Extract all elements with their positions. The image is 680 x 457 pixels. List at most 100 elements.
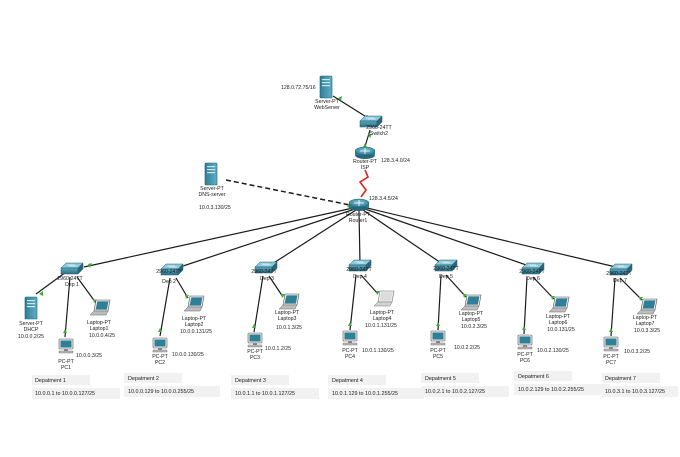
dept-6-range: 10.0.2.129 to 10.0.2.255/25 bbox=[518, 387, 584, 393]
link-router-dep2 bbox=[176, 208, 356, 269]
dns-server-node[interactable]: Server-PT DNS-server bbox=[198, 162, 226, 198]
dep1-pc-node[interactable]: PC-PT PC1 bbox=[58, 338, 75, 371]
dep7-switch-node[interactable]: 2960-24TT Dep 7 bbox=[606, 263, 633, 284]
dept-2-name: Depatment 2 bbox=[128, 376, 159, 382]
dept-1-name: Depatment 1 bbox=[35, 378, 66, 384]
dep5-laptop-node[interactable]: Laptop-PT Laptop5 10.0.2.3/25 bbox=[459, 294, 487, 330]
dns-name: DNS-server bbox=[198, 192, 225, 198]
pc1-type: PC-PT bbox=[58, 359, 74, 365]
pc3-ip: 10.0.1.2/25 bbox=[265, 346, 291, 352]
dep3-switch-model: 2960-24TT bbox=[251, 269, 277, 275]
link-router-dep3 bbox=[268, 209, 357, 267]
isp-router-node[interactable]: Router-PT ISP bbox=[353, 146, 378, 171]
dep1-laptop-node[interactable]: Laptop-PT Laptop1 10.0.0.4/25 bbox=[87, 299, 115, 339]
webserver-name: WebServer bbox=[314, 105, 340, 111]
pc5-name: PC5 bbox=[433, 354, 443, 360]
dep4-pc-node[interactable]: PC-PT PC4 bbox=[342, 330, 359, 360]
dep7-switch-model: 2960-24TT bbox=[606, 271, 632, 277]
webserver-node[interactable]: Server-PT WebServer bbox=[314, 75, 340, 111]
dep1-switch-node[interactable]: 2960-24TT Dep 1 bbox=[57, 262, 84, 288]
port-indicators bbox=[39, 96, 643, 333]
dep2-switch-node[interactable]: 2960-24TT Dep 2 bbox=[156, 263, 184, 285]
dep5-pc-node[interactable]: PC-PT PC5 bbox=[430, 330, 447, 360]
dept-1-range-box bbox=[32, 388, 120, 399]
pc7-ip: 10.0.3.2/25 bbox=[624, 349, 650, 355]
dep7-pc-node[interactable]: PC-PT PC7 bbox=[603, 336, 620, 366]
laptop3-ip: 10.0.1.3/25 bbox=[276, 325, 302, 331]
pc4-ip: 10.0.1.130/25 bbox=[362, 348, 394, 354]
router-icon bbox=[354, 146, 376, 160]
dep6-switch-model: 2960-24TT bbox=[519, 269, 545, 275]
link-dep6-pc6 bbox=[523, 276, 528, 335]
link-dep6-laptop6 bbox=[532, 276, 555, 300]
link-dep1-dhcp bbox=[35, 271, 67, 295]
dep6-pc-node[interactable]: PC-PT PC6 bbox=[517, 334, 534, 364]
link-isp-router-serial bbox=[358, 169, 370, 198]
laptop3-type: Laptop-PT bbox=[275, 310, 300, 316]
pc5-type: PC-PT bbox=[430, 348, 446, 354]
isp-network: 128.3.4.0/24 bbox=[381, 158, 410, 164]
dep4-switch-model: 2960-24TT bbox=[346, 267, 372, 273]
dep2-laptop-node[interactable]: Laptop-PT Laptop2 10.0.0.131/25 bbox=[180, 295, 212, 335]
pc6-ip: 10.0.2.130/25 bbox=[537, 348, 569, 354]
webserver-type: Server-PT bbox=[315, 99, 339, 105]
dep2-pc-node[interactable]: PC-PT PC2 bbox=[152, 337, 169, 366]
dep3-laptop-node[interactable]: Laptop-PT Laptop3 10.0.1.3/25 bbox=[275, 293, 302, 331]
laptop3-name: Laptop3 bbox=[278, 316, 297, 322]
dep3-switch-node[interactable]: 2960-24TT Dep 3 bbox=[251, 261, 278, 282]
laptop2-ip: 10.0.0.131/25 bbox=[180, 329, 212, 335]
dep3-pc-node[interactable]: PC-PT PC3 bbox=[247, 332, 264, 361]
isp-name: ISP bbox=[361, 165, 370, 171]
switch2-node[interactable]: 2960-24TT Switch2 bbox=[359, 115, 393, 137]
link-dep2-pc2 bbox=[159, 277, 171, 337]
pc1-ip: 10.0.0.3/25 bbox=[76, 353, 102, 359]
pc-icon bbox=[430, 330, 446, 346]
pc2-name: PC2 bbox=[155, 360, 165, 366]
router1-node[interactable]: Router-PT Router1 bbox=[346, 198, 371, 224]
pc-icon bbox=[603, 336, 619, 352]
laptop2-type: Laptop-PT bbox=[182, 316, 207, 322]
dep6-switch-node[interactable]: 2960-24TT Dep 6 bbox=[519, 262, 546, 282]
link-router-dep4 bbox=[358, 210, 361, 265]
dept-6-range-box bbox=[514, 384, 610, 395]
pc2-type: PC-PT bbox=[152, 354, 168, 360]
laptop6-type: Laptop-PT bbox=[546, 314, 571, 320]
dep4-laptop-node[interactable]: Laptop-PT Laptop4 10.0.1.131/25 bbox=[365, 290, 397, 329]
pc7-type: PC-PT bbox=[603, 354, 619, 360]
pc6-name: PC6 bbox=[520, 358, 530, 364]
laptop5-type: Laptop-PT bbox=[459, 311, 484, 317]
pc6-type: PC-PT bbox=[517, 352, 533, 358]
dept-2-name-box bbox=[124, 373, 182, 383]
dep5-switch-node[interactable]: 2960-24TT Dep 5 bbox=[433, 259, 460, 280]
link-dep1-laptop1 bbox=[76, 276, 97, 304]
laptop7-ip: 10.0.3.3/25 bbox=[634, 328, 660, 334]
isp-type: Router-PT bbox=[353, 159, 378, 165]
dhcp-type: Server-PT bbox=[19, 321, 43, 327]
link-dep2-laptop2 bbox=[175, 277, 189, 299]
router1-name: Router1 bbox=[349, 218, 368, 224]
dep1-dhcp-node[interactable]: Server-PT DHCP 10.0.0.2/25 bbox=[18, 296, 44, 340]
laptop4-ip: 10.0.1.131/25 bbox=[365, 323, 397, 329]
dep4-switch-node[interactable]: 2960-24TT Dep 4 bbox=[346, 259, 373, 280]
laptop6-ip: 10.0.131/25 bbox=[547, 327, 575, 333]
dept-4-name-box bbox=[328, 375, 386, 385]
link-router-dep5 bbox=[362, 209, 445, 266]
dep6-laptop-node[interactable]: Laptop-PT Laptop6 10.0.131/25 bbox=[546, 296, 575, 333]
dns-type: Server-PT bbox=[200, 186, 224, 192]
pc-icon bbox=[58, 338, 74, 354]
pc-icon bbox=[152, 337, 168, 353]
pc1-name: PC1 bbox=[61, 365, 71, 371]
server-icon bbox=[319, 75, 333, 99]
pc7-name: PC7 bbox=[606, 360, 616, 366]
dep7-switch-name: Dep 7 bbox=[613, 278, 627, 284]
laptop6-name: Laptop6 bbox=[549, 320, 568, 326]
dept-3-name-box bbox=[231, 375, 289, 385]
dept-1-range: 10.0.0.1 to 10.0.0.127/25 bbox=[35, 391, 95, 397]
link-dep4-pc4 bbox=[349, 274, 357, 331]
dep5-switch-model: 2960-24TT bbox=[433, 266, 459, 272]
dept-7-name-box bbox=[602, 373, 660, 383]
dep7-laptop-node[interactable]: Laptop-PT Laptop7 10.0.3.3/25 bbox=[633, 298, 660, 334]
pc3-name: PC3 bbox=[250, 355, 260, 361]
dep4-switch-name: Dep 4 bbox=[353, 274, 367, 280]
